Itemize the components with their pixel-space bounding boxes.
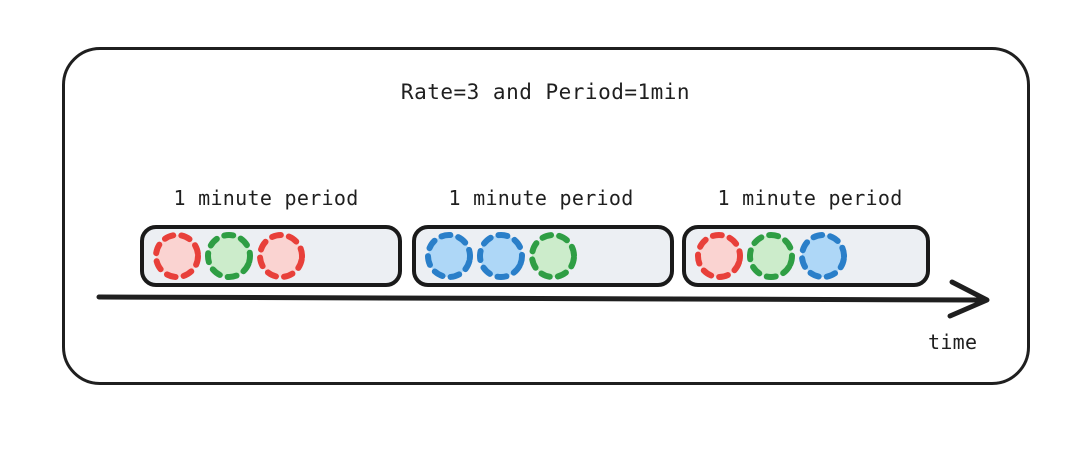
period-capsule-1 — [140, 225, 402, 287]
period-capsule-3 — [682, 225, 930, 287]
request-token-red — [695, 232, 743, 280]
diagram-title: Rate=3 and Period=1min — [400, 80, 691, 104]
period-label-2: 1 minute period — [448, 186, 634, 210]
period-capsule-2 — [412, 225, 674, 287]
diagram-outer-frame — [62, 47, 1030, 385]
time-axis-arrow — [96, 276, 996, 322]
request-token-blue — [799, 232, 847, 280]
request-token-green — [205, 232, 253, 280]
request-token-blue — [477, 232, 525, 280]
request-token-green — [529, 232, 577, 280]
period-label-3: 1 minute period — [717, 186, 903, 210]
period-label-1: 1 minute period — [173, 186, 359, 210]
request-token-red — [153, 232, 201, 280]
request-token-green — [747, 232, 795, 280]
request-token-blue — [425, 232, 473, 280]
time-axis-label: time — [928, 330, 978, 354]
request-token-red — [257, 232, 305, 280]
